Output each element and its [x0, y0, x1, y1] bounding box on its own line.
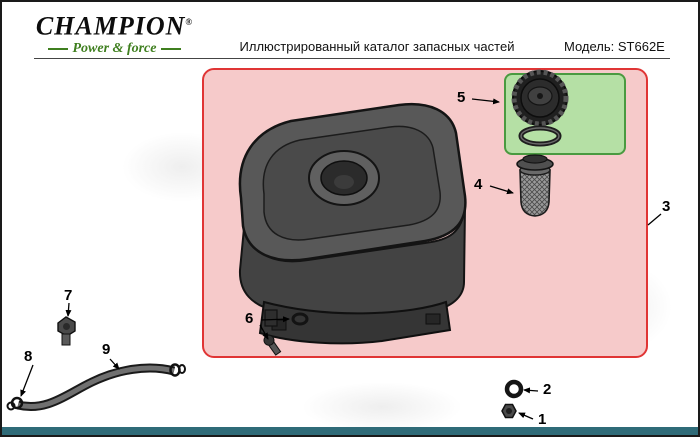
brand-name: CHAMPION®	[32, 9, 197, 40]
fuel-hose-icon	[16, 363, 186, 411]
callout-7: 7	[64, 287, 73, 304]
model-label: Модель: ST662E	[564, 39, 665, 54]
fuel-cap-icon	[511, 69, 569, 127]
nut-icon	[501, 403, 517, 419]
brand-text: CHAMPION	[35, 11, 186, 41]
cap-gasket-icon	[518, 125, 562, 147]
callout-6: 6	[245, 310, 254, 327]
background-smudge	[302, 382, 462, 432]
tagline-rule-left	[47, 47, 68, 50]
callout-5: 5	[457, 89, 466, 106]
footer-bar	[2, 427, 698, 435]
oring-icon	[504, 379, 524, 399]
tagline-rule-right	[161, 47, 182, 50]
page-title: Иллюстрированный каталог запасных частей	[239, 39, 515, 54]
callout-1: 1	[538, 411, 547, 428]
brand-tagline: Power & force	[72, 40, 157, 56]
header-divider	[34, 58, 670, 59]
callout-8: 8	[24, 348, 33, 365]
brand-logo: CHAMPION® Power & force	[32, 9, 197, 57]
callout-2: 2	[543, 381, 552, 398]
callout-3: 3	[662, 198, 671, 215]
callout-leader-lines	[20, 98, 662, 420]
hose-clip-icon	[6, 396, 24, 411]
fuel-tank-icon	[238, 102, 467, 345]
registered-mark: ®	[185, 17, 194, 27]
callout-9: 9	[102, 341, 111, 358]
bolt-icon	[57, 316, 76, 346]
callout-4: 4	[474, 176, 483, 193]
fuel-filter-icon	[516, 154, 554, 217]
brand-tagline-row: Power & force	[32, 41, 197, 57]
